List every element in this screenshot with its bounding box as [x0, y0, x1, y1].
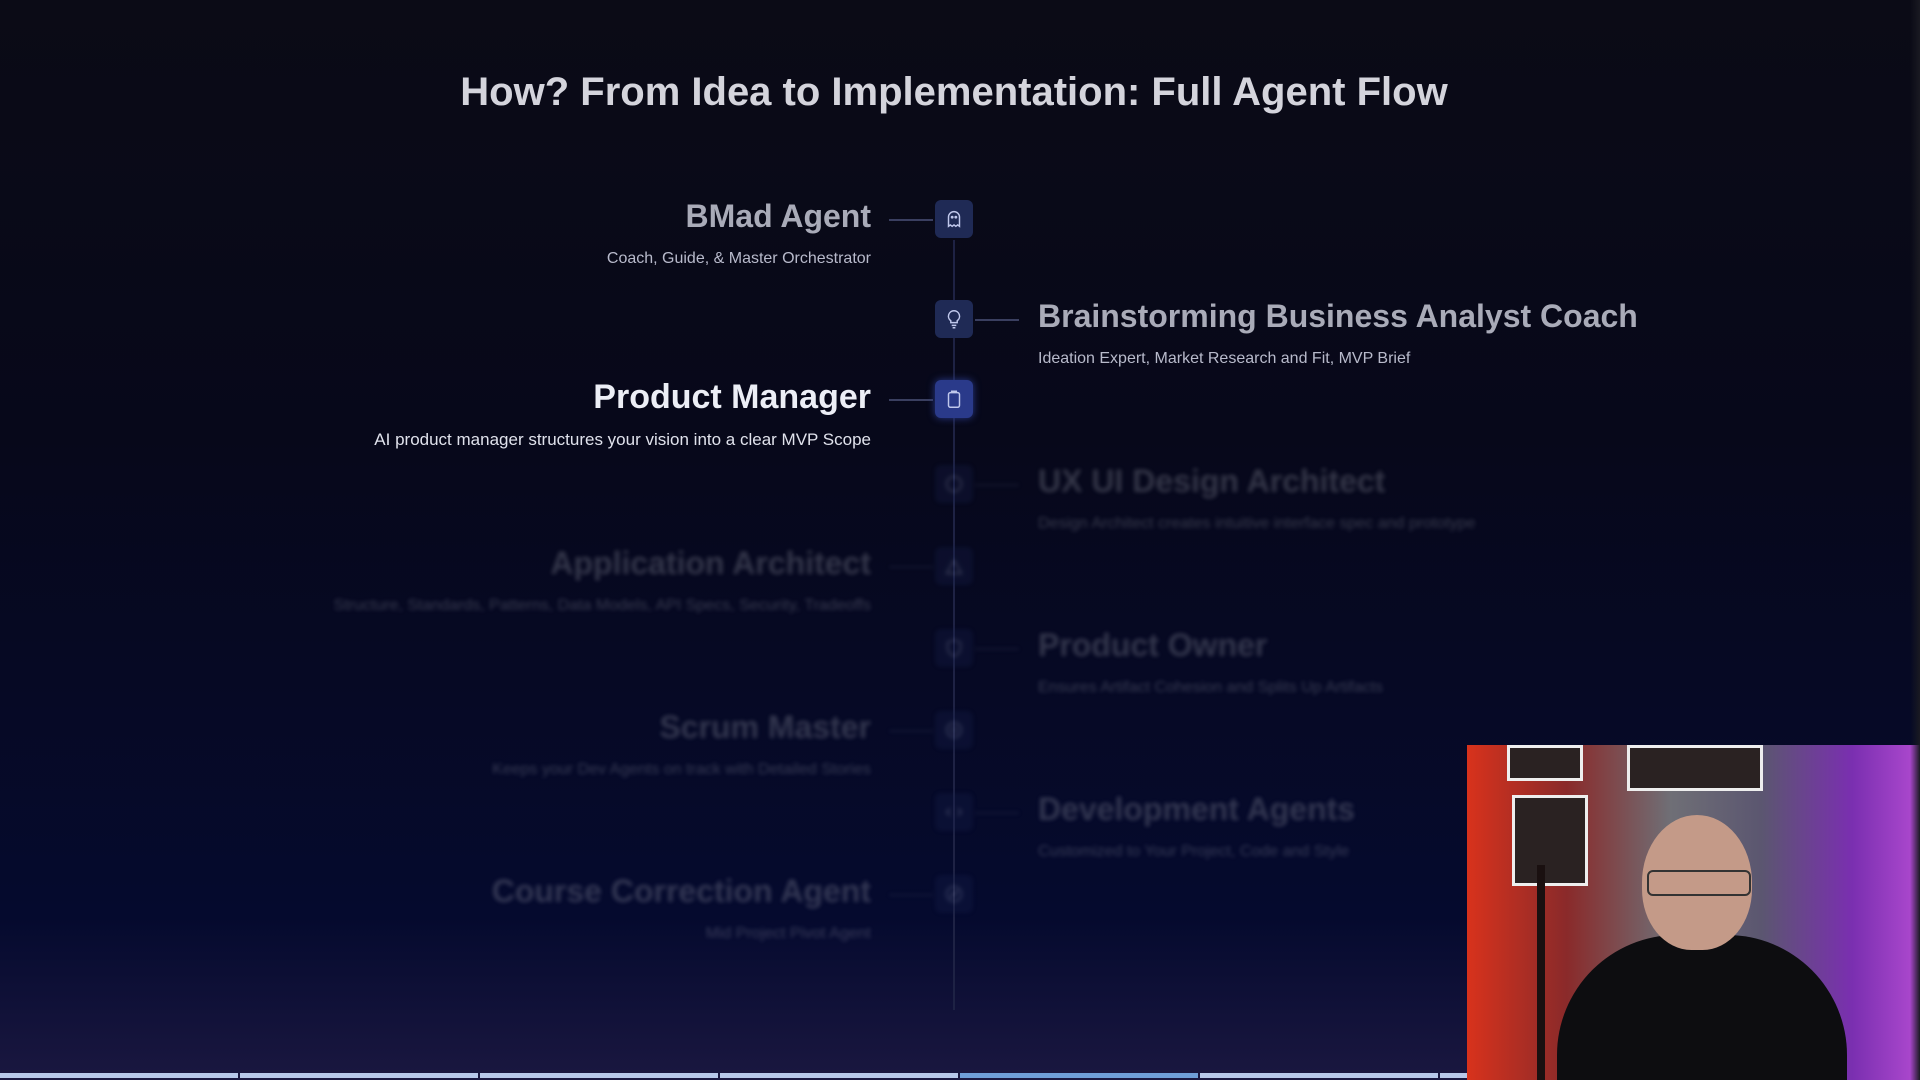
agent-description: Ensures Artifact Cohesion and Splits Up … — [1038, 679, 1384, 696]
lightbulb-icon — [935, 300, 973, 338]
connector-line — [889, 730, 933, 732]
agent-description: Mid Project Pivot Agent — [705, 925, 871, 942]
progress-segment[interactable] — [240, 1073, 478, 1078]
agent-name: Brainstorming Business Analyst Coach — [1038, 298, 1638, 334]
slide-title: How? From Idea to Implementation: Full A… — [460, 70, 1448, 114]
agent-description: AI product manager structures your visio… — [374, 430, 871, 449]
connector-line — [889, 399, 933, 401]
progress-segment[interactable] — [960, 1073, 1198, 1078]
connector-line — [975, 648, 1019, 650]
wall-frame — [1512, 795, 1588, 886]
connector-line — [975, 484, 1019, 486]
connector-line — [889, 219, 933, 221]
agent-step: BMad Agent Coach, Guide, & Master Orches… — [0, 198, 1920, 267]
agent-description: Ideation Expert, Market Research and Fit… — [1038, 350, 1411, 367]
architecture-icon — [935, 547, 973, 585]
guitar — [1537, 865, 1545, 1080]
progress-segment[interactable] — [720, 1073, 958, 1078]
agent-step: Application Architect Structure, Standar… — [0, 545, 1920, 614]
agent-name: Product Manager — [593, 378, 871, 416]
presenter-glasses — [1647, 870, 1751, 896]
connector-line — [889, 894, 933, 896]
ghost-icon — [935, 200, 973, 238]
shield-icon — [935, 629, 973, 667]
agent-name: Product Owner — [1038, 627, 1268, 663]
agent-name: Development Agents — [1038, 791, 1356, 827]
agent-description: Coach, Guide, & Master Orchestrator — [606, 250, 871, 267]
agent-step: Course Correction Agent Mid Project Pivo… — [0, 873, 1920, 942]
agent-name: BMad Agent — [685, 198, 871, 234]
connector-line — [889, 566, 933, 568]
target-icon — [935, 711, 973, 749]
progress-segment[interactable] — [480, 1073, 718, 1078]
agent-description: Design Architect creates intuitive inter… — [1038, 515, 1476, 532]
agent-description: Keeps your Dev Agents on track with Deta… — [492, 761, 871, 778]
agent-name: Scrum Master — [659, 709, 871, 745]
agent-name: Course Correction Agent — [491, 873, 871, 909]
agent-name: Application Architect — [550, 545, 871, 581]
progress-segment[interactable] — [0, 1073, 238, 1078]
wall-frame — [1507, 745, 1583, 781]
agent-step: Product Owner Ensures Artifact Cohesion … — [0, 627, 1920, 696]
clipboard-icon — [935, 380, 973, 418]
video-progress-bar[interactable] — [0, 1073, 1678, 1078]
presenter-head — [1642, 815, 1752, 950]
agent-description: Structure, Standards, Patterns, Data Mod… — [333, 597, 871, 614]
code-icon — [935, 793, 973, 831]
palette-icon — [935, 465, 973, 503]
progress-segment[interactable] — [1200, 1073, 1438, 1078]
right-edge — [1910, 0, 1920, 1080]
agent-step: Product Manager AI product manager struc… — [0, 378, 1920, 449]
connector-line — [975, 319, 1019, 321]
agent-description: Customized to Your Project, Code and Sty… — [1038, 843, 1350, 860]
agent-step: Development Agents Customized to Your Pr… — [0, 791, 1920, 860]
timeline-spine — [953, 240, 955, 1010]
presenter-body — [1557, 935, 1847, 1080]
agent-step: Scrum Master Keeps your Dev Agents on tr… — [0, 709, 1920, 778]
compass-icon — [935, 875, 973, 913]
agent-step: UX UI Design Architect Design Architect … — [0, 463, 1920, 532]
agent-name: UX UI Design Architect — [1038, 463, 1386, 499]
wall-frame — [1627, 745, 1763, 791]
connector-line — [975, 812, 1019, 814]
presenter-webcam — [1467, 745, 1920, 1080]
agent-step: Brainstorming Business Analyst Coach Ide… — [0, 298, 1920, 367]
